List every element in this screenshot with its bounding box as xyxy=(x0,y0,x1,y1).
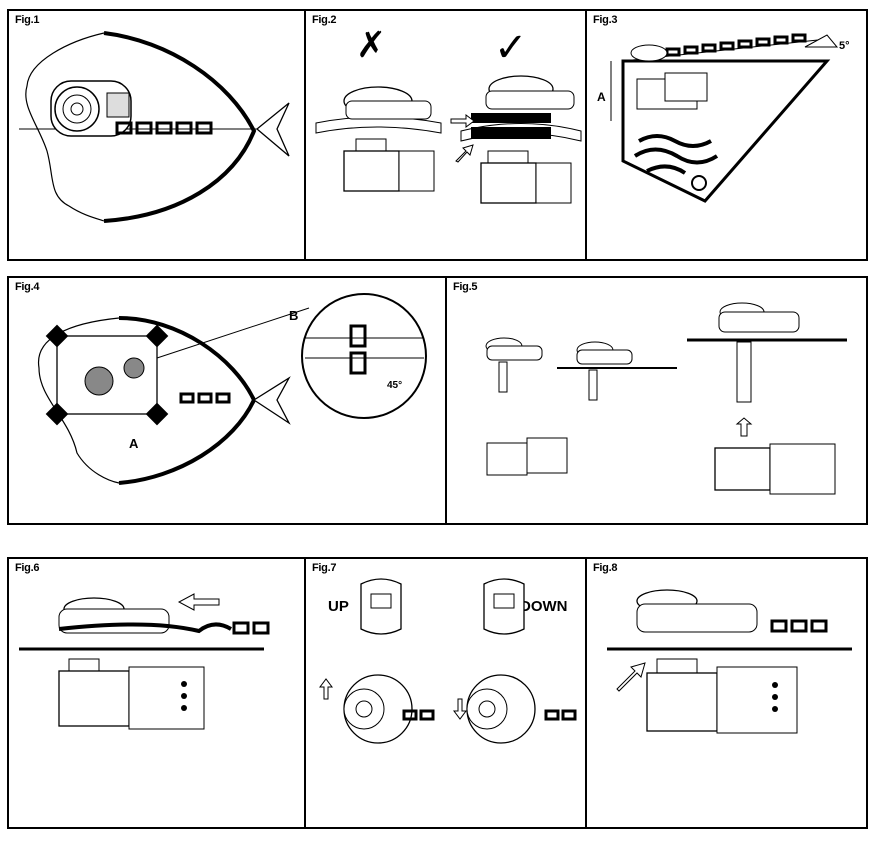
fig4-detail-label: B xyxy=(289,308,298,323)
fig5-drawing xyxy=(485,302,847,495)
fig2-drawing xyxy=(315,75,582,204)
fig1-label: Fig.1 xyxy=(15,14,40,26)
fig6-cell: Fig.6 xyxy=(9,559,306,827)
fig7-drawing: UP DOWN xyxy=(319,578,577,744)
fig4-drawing: B A 45° xyxy=(38,293,427,485)
down-label: DOWN xyxy=(520,598,568,615)
row-2-panel: Fig.4 B A 45° xyxy=(7,276,868,525)
fig4-area-label: A xyxy=(129,436,139,451)
fig6-drawing xyxy=(19,593,270,730)
fig6-label: Fig.6 xyxy=(15,562,40,574)
fig2-label: Fig.2 xyxy=(312,14,337,26)
fig1-drawing xyxy=(19,31,290,223)
fig8-label: Fig.8 xyxy=(593,562,618,574)
fig8-cell: Fig.8 xyxy=(587,559,867,827)
check-mark-icon: ✓ xyxy=(494,25,528,71)
up-label: UP xyxy=(328,598,349,615)
fig7-cell: Fig.7 UP DOWN xyxy=(306,559,587,827)
fig5-cell: Fig.5 xyxy=(447,278,866,523)
fig7-label: Fig.7 xyxy=(312,562,337,574)
fig8-drawing xyxy=(607,589,852,734)
wrong-mark-icon: ✗ xyxy=(356,25,387,66)
row-3-panel: Fig.6 Fig.7 UP DOWN xyxy=(7,557,868,829)
row-1-panel: Fig.1 Fig.2 ✗ ✓ xyxy=(7,9,868,261)
fig3-label: Fig.3 xyxy=(593,14,618,26)
fig3-angle-label: 5° xyxy=(839,40,850,52)
fig3-cell: Fig.3 A 5° xyxy=(587,11,867,259)
fig1-cell: Fig.1 xyxy=(9,11,306,259)
fig3-dimension-label: A xyxy=(597,90,606,104)
fig3-drawing: A 5° xyxy=(597,33,850,203)
fig5-label: Fig.5 xyxy=(453,281,478,293)
fig4-cell: Fig.4 B A 45° xyxy=(9,278,447,523)
fig4-label: Fig.4 xyxy=(15,281,40,293)
fig2-cell: Fig.2 ✗ ✓ xyxy=(306,11,587,259)
fig4-angle-label: 45° xyxy=(387,380,402,391)
